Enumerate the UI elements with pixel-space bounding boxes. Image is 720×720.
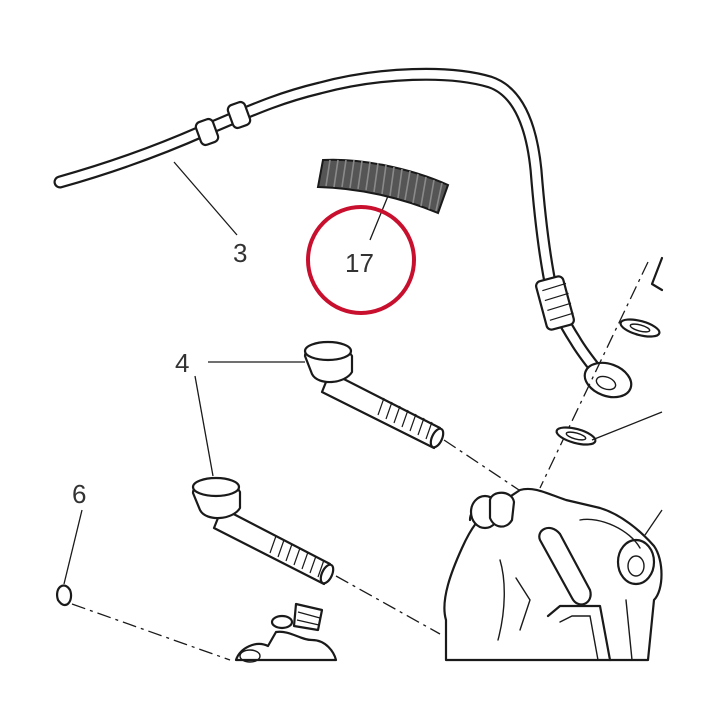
assembly-axis — [443, 439, 523, 493]
assembly-axis — [335, 575, 441, 635]
caliper-bolt-upper — [303, 340, 445, 450]
highlight-circle — [306, 205, 416, 315]
caliper-lower-fragment — [234, 602, 338, 663]
caliper-mount-hole — [616, 538, 656, 586]
leader-line-3 — [173, 161, 238, 236]
leader-line-4b — [194, 375, 214, 477]
leader-line-6 — [63, 509, 83, 585]
callout-17: 17 — [345, 248, 374, 278]
brake-caliper — [443, 487, 663, 662]
assembly-axis — [71, 603, 231, 661]
assembly-axis — [539, 261, 649, 489]
protective-sleeve — [316, 158, 450, 241]
caliper-window — [538, 526, 592, 606]
hose-grommet — [226, 100, 252, 130]
callout-4: 4 — [175, 348, 189, 378]
sealing-washer — [555, 426, 597, 446]
callout-3: 3 — [233, 238, 247, 268]
hose-ferrule — [535, 275, 575, 331]
sealing-washer — [619, 318, 661, 338]
callout-6: 6 — [72, 479, 86, 509]
caliper-bolt-lower — [191, 476, 335, 586]
union-screw — [650, 256, 664, 292]
leader-line-washer — [591, 411, 663, 441]
brake-hose — [53, 67, 633, 399]
pad-pin — [56, 584, 73, 607]
leader-line-17 — [369, 195, 389, 241]
hose-grommet — [194, 117, 220, 147]
